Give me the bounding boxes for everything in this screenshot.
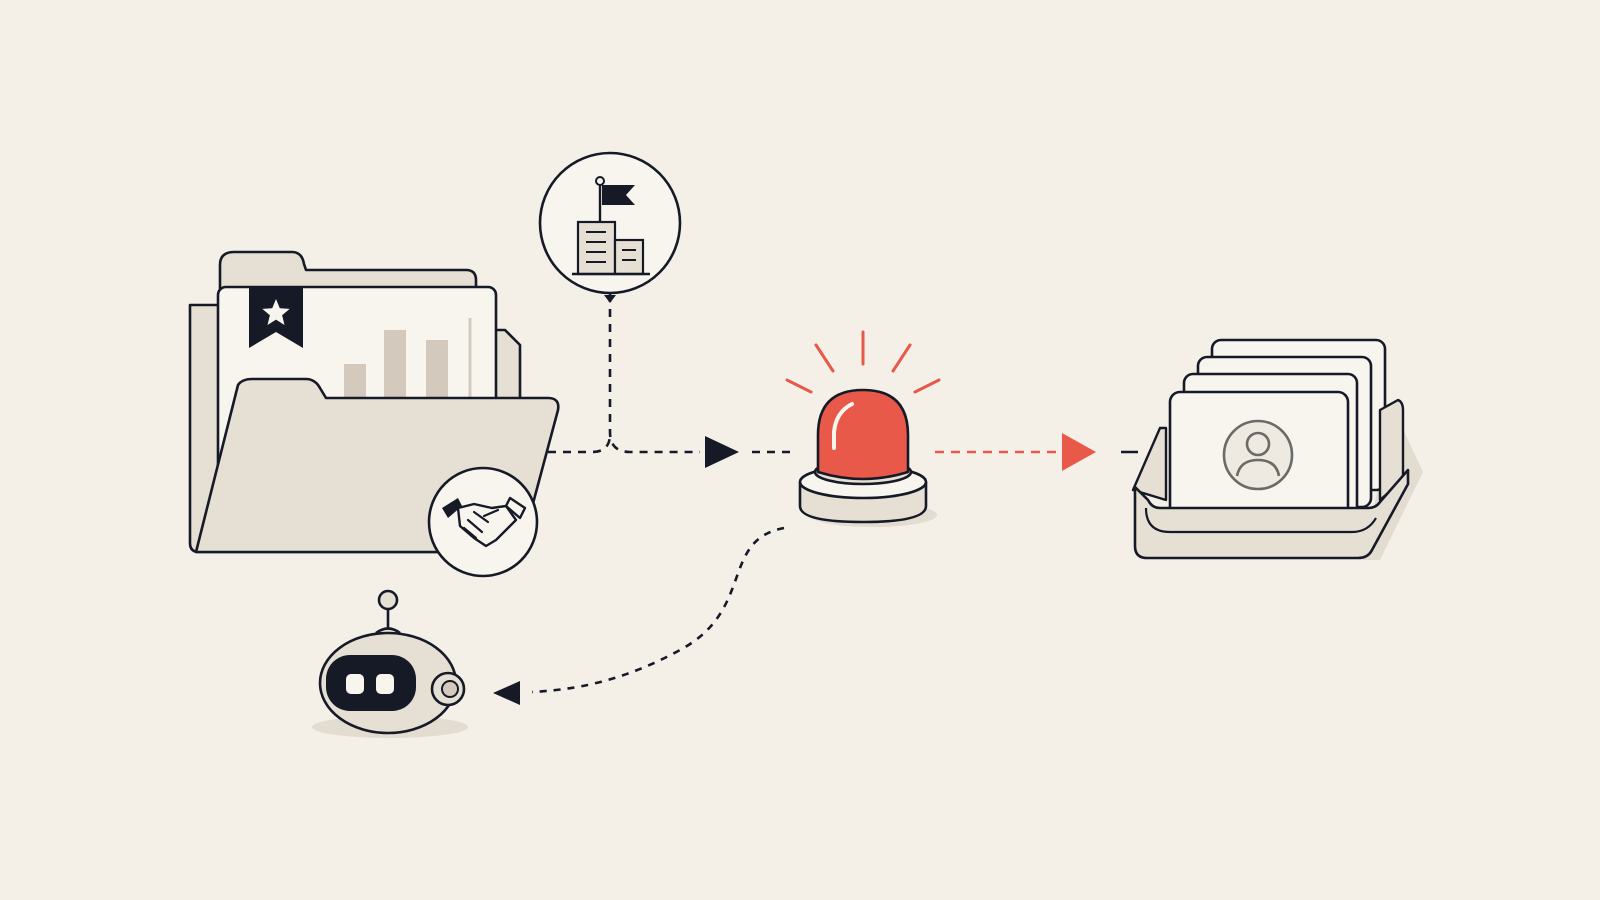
bar-chart-icon (344, 318, 472, 404)
siren-rays (785, 330, 941, 394)
bookmark-star-icon (249, 287, 303, 348)
alarm-siren-icon (785, 330, 941, 527)
user-avatar-icon (1222, 419, 1294, 491)
contact-card-front (1168, 390, 1350, 519)
arrow-head-icon (493, 681, 520, 705)
connector-siren-to-robot (493, 526, 785, 705)
arrow-head-icon (705, 436, 739, 468)
robot-icon (312, 589, 468, 738)
connector-company-to-siren (608, 294, 790, 468)
folder-icon (188, 250, 560, 578)
handshake-icon (427, 466, 539, 578)
connector-folder-to-siren (548, 433, 612, 454)
connector-siren-to-card-tray (935, 433, 1138, 471)
contact-card-tray-icon (1131, 338, 1423, 560)
company-flag-icon (538, 151, 682, 303)
arrow-head-icon (1062, 433, 1096, 471)
